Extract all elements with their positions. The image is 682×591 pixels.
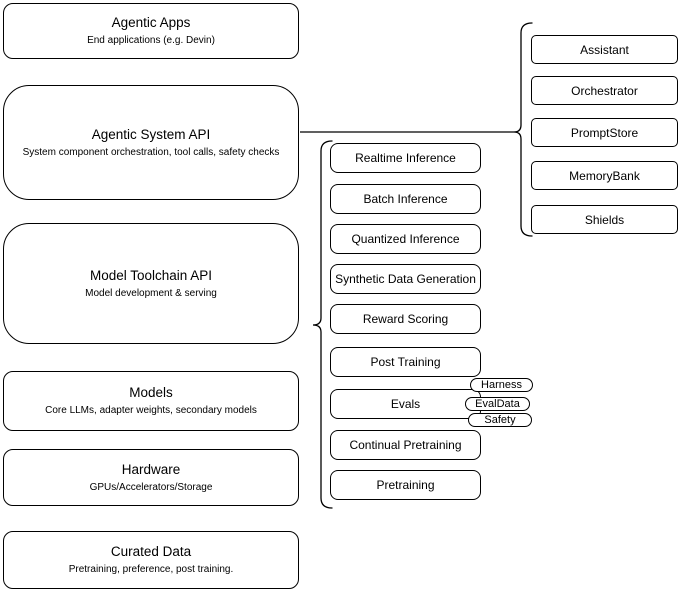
node-subtitle: System component orchestration, tool cal… — [22, 146, 280, 158]
node-continual-pretraining: Continual Pretraining — [330, 430, 481, 460]
node-synthetic-data-generation: Synthetic Data Generation — [330, 264, 481, 294]
tag-evaldata: EvalData — [465, 397, 530, 411]
node-title: Agentic System API — [91, 126, 211, 142]
node-promptstore: PromptStore — [531, 118, 678, 147]
node-agentic-apps: Agentic Apps End applications (e.g. Devi… — [3, 3, 299, 59]
system-components-brace — [513, 22, 533, 237]
node-curated-data: Curated Data Pretraining, preference, po… — [3, 531, 299, 589]
node-reward-scoring: Reward Scoring — [330, 304, 481, 334]
node-subtitle: Model development & serving — [85, 287, 217, 299]
node-subtitle: End applications (e.g. Devin) — [87, 35, 215, 46]
node-quantized-inference: Quantized Inference — [330, 224, 481, 254]
node-subtitle: GPUs/Accelerators/Storage — [89, 481, 213, 493]
node-subtitle: Pretraining, preference, post training. — [68, 564, 234, 575]
node-agentic-system-api: Agentic System API System component orch… — [3, 85, 299, 200]
node-title: Models — [129, 385, 173, 400]
node-subtitle: Core LLMs, adapter weights, secondary mo… — [45, 405, 257, 416]
node-post-training: Post Training — [330, 347, 481, 377]
node-memorybank: MemoryBank — [531, 161, 678, 190]
node-assistant: Assistant — [531, 35, 678, 64]
node-evals: Evals — [330, 389, 481, 419]
node-models: Models Core LLMs, adapter weights, secon… — [3, 371, 299, 431]
node-hardware: Hardware GPUs/Accelerators/Storage — [3, 449, 299, 506]
tag-safety: Safety — [468, 413, 532, 427]
node-title: Hardware — [121, 461, 181, 477]
tag-harness: Harness — [470, 378, 533, 392]
node-orchestrator: Orchestrator — [531, 76, 678, 105]
node-shields: Shields — [531, 205, 678, 234]
node-model-toolchain-api: Model Toolchain API Model development & … — [3, 223, 299, 344]
node-realtime-inference: Realtime Inference — [330, 143, 481, 173]
node-batch-inference: Batch Inference — [330, 184, 481, 214]
node-title: Model Toolchain API — [89, 267, 213, 283]
node-title: Curated Data — [110, 544, 192, 559]
node-pretraining: Pretraining — [330, 470, 481, 500]
node-title: Agentic Apps — [111, 15, 191, 30]
